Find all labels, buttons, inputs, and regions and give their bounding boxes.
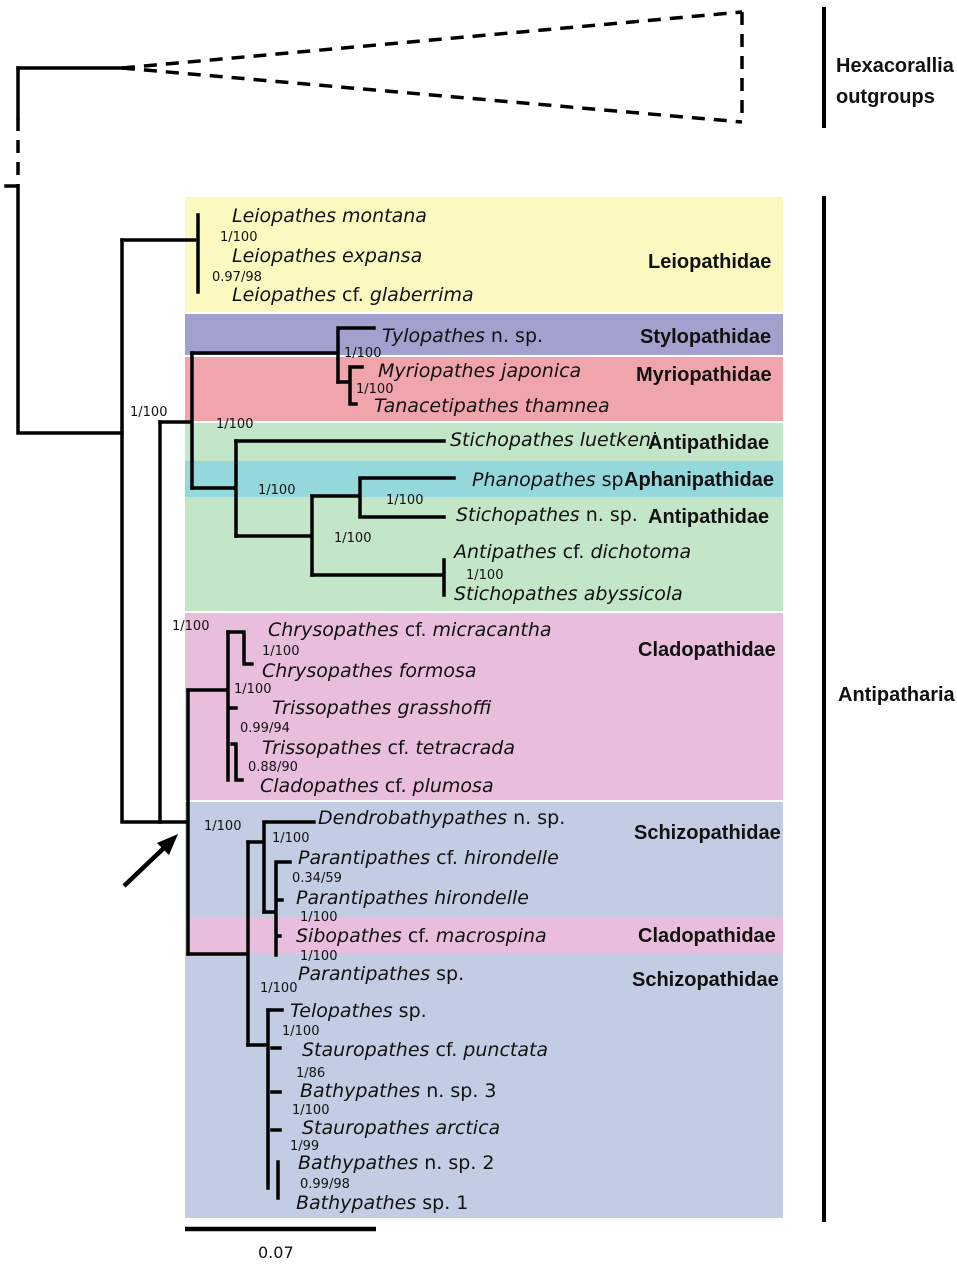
taxon-tanacetipathes-thamnea: Tanacetipathes thamnea	[374, 395, 610, 417]
taxon-bathypathes-sp1: Bathypathes sp. 1	[296, 1192, 468, 1214]
support-label: 1/86	[296, 1066, 325, 1081]
support-label: 1/100	[204, 819, 241, 834]
support-label: 0.99/94	[240, 721, 290, 736]
support-label: 1/100	[272, 831, 309, 846]
taxon-tylopathes: Tylopathes n. sp.	[382, 325, 543, 347]
taxon-antipathes-dichotoma: Antipathes cf. dichotoma	[452, 541, 691, 563]
band-cladopathidae-2	[185, 917, 783, 953]
support-label: 1/100	[300, 949, 337, 964]
family-schizopathidae: Schizopathidae	[634, 822, 781, 844]
taxon-parantipathes-sp: Parantipathes sp.	[298, 963, 464, 985]
outgroup-triangle	[16, 10, 744, 186]
taxon-dendrobathypathes: Dendrobathypathes n. sp.	[318, 807, 565, 829]
outgroup-label: outgroups	[836, 86, 935, 108]
taxon-telopathes: Telopathes sp.	[290, 1000, 427, 1022]
band-myriopathidae	[185, 357, 783, 421]
outgroup-label: Hexacorallia	[836, 55, 955, 77]
scale-bar: 0.07	[185, 1226, 376, 1262]
support-label: 1/100	[466, 568, 503, 583]
support-label: 1/100	[258, 483, 295, 498]
support-label: 0.97/98	[212, 270, 262, 285]
support-label: 0.34/59	[292, 871, 342, 886]
family-labels: Leiopathidae Stylopathidae Myriopathidae…	[624, 251, 781, 991]
taxon-parantipathes-cf-hirondelle: Parantipathes cf. hirondelle	[298, 847, 559, 869]
support-label: 1/100	[334, 531, 371, 546]
taxon-stauropathes-arctica: Stauropathes arctica	[302, 1117, 500, 1139]
taxon-stichopathes-luetkeni: Stichopathes luetkeni	[450, 429, 657, 451]
band-aphanipathidae	[185, 461, 783, 497]
family-cladopathidae: Cladopathidae	[638, 925, 776, 947]
support-label: 1/100	[260, 981, 297, 996]
family-bands	[185, 197, 783, 1218]
taxon-phanopathes: Phanopathes sp.	[472, 469, 630, 491]
taxon-parantipathes-hirondelle: Parantipathes hirondelle	[296, 887, 529, 909]
support-values: 1/100 0.97/98 1/100 1/100 1/100 1/100 1/…	[130, 230, 503, 1192]
support-label: 1/100	[300, 910, 337, 925]
family-cladopathidae: Cladopathidae	[638, 639, 776, 661]
taxon-chrysopathes-formosa: Chrysopathes formosa	[262, 660, 477, 682]
taxon-leiopathes-glaberrima: Leiopathes cf. glaberrima	[232, 284, 474, 306]
support-label: 1/100	[234, 682, 271, 697]
family-antipathidae: Antipathidae	[648, 432, 769, 454]
support-label: 1/100	[282, 1024, 319, 1039]
family-schizopathidae: Schizopathidae	[632, 969, 779, 991]
support-label: 1/100	[344, 346, 381, 361]
support-label: 1/100	[216, 417, 253, 432]
support-label: 1/100	[262, 644, 299, 659]
taxon-cladopathes-plumosa: Cladopathes cf. plumosa	[260, 775, 494, 797]
band-stylopathidae	[185, 314, 783, 355]
support-label: 1/100	[386, 493, 423, 508]
taxon-chrysopathes-micracantha: Chrysopathes cf. micracantha	[268, 619, 552, 641]
group-brackets: Hexacorallia outgroups Antipatharia	[822, 7, 956, 1222]
arrow-icon	[122, 834, 178, 888]
family-stylopathidae: Stylopathidae	[640, 326, 771, 348]
support-label: 1/100	[220, 230, 257, 245]
band-cladopathidae-1	[185, 613, 783, 800]
taxon-bathypathes-nsp3: Bathypathes n. sp. 3	[300, 1080, 497, 1102]
taxon-leiopathes-montana: Leiopathes montana	[232, 205, 427, 227]
scale-bar-label: 0.07	[258, 1243, 294, 1262]
band-leiopathidae	[185, 197, 783, 312]
support-label: 0.99/98	[300, 1177, 350, 1192]
antipatharia-label: Antipatharia	[838, 684, 956, 706]
family-antipathidae: Antipathidae	[648, 506, 769, 528]
taxon-sibopathes-macrospina: Sibopathes cf. macrospina	[296, 925, 547, 947]
support-label: 0.88/90	[248, 760, 298, 775]
support-label: 1/100	[130, 405, 167, 420]
support-label: 1/100	[292, 1103, 329, 1118]
tree-branches	[4, 184, 456, 1200]
taxon-trissopathes-tetracrada: Trissopathes cf. tetracrada	[262, 737, 515, 759]
taxon-stichopathes-nsp: Stichopathes n. sp.	[456, 504, 638, 526]
support-label: 1/99	[290, 1139, 319, 1154]
band-schizopathidae-2	[185, 953, 783, 1218]
taxon-labels: Leiopathes montana Leiopathes expansa Le…	[232, 205, 691, 1214]
taxon-trissopathes-grasshoffi: Trissopathes grasshoffi	[272, 697, 491, 719]
support-label: 1/100	[172, 619, 209, 634]
taxon-myriopathes-japonica: Myriopathes japonica	[378, 360, 581, 382]
family-leiopathidae: Leiopathidae	[648, 251, 771, 273]
taxon-bathypathes-nsp2: Bathypathes n. sp. 2	[298, 1152, 495, 1174]
support-label: 1/100	[356, 382, 393, 397]
taxon-stichopathes-abyssicola: Stichopathes abyssicola	[454, 583, 683, 605]
band-antipathidae-2	[185, 497, 783, 611]
family-myriopathidae: Myriopathidae	[636, 364, 772, 386]
taxon-stauropathes-punctata: Stauropathes cf. punctata	[302, 1039, 548, 1061]
taxon-leiopathes-expansa: Leiopathes expansa	[232, 245, 422, 267]
family-aphanipathidae: Aphanipathidae	[624, 469, 774, 491]
